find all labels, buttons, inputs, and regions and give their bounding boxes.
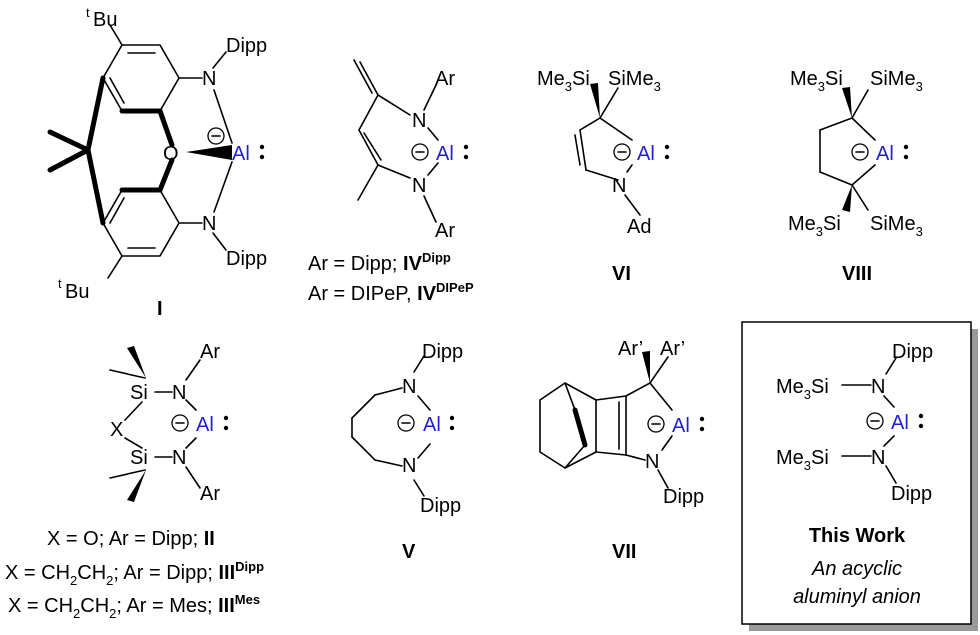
aryl-prime-2: Ar’ (660, 338, 685, 360)
x-linker: X (110, 419, 123, 441)
aluminum-label: Al (672, 415, 690, 437)
caption-III-mes: X = CH2CH2; Ar = Mes; IIIMes (8, 592, 260, 621)
negative-charge-icon (851, 143, 869, 161)
compound-label-V: V (402, 541, 416, 563)
dipp-bottom-label: Dipp (420, 495, 461, 517)
aluminum-label: Al (876, 143, 894, 165)
dipp-top-label: Dipp (226, 35, 267, 57)
aryl-prime-1: Ar’ (618, 338, 643, 360)
trimethylsilyl-bottom: Me3Si (776, 447, 829, 473)
nitrogen-label: N (612, 175, 626, 197)
compound-VII: Ar’ Ar’ Al N Dipp VII (539, 338, 705, 563)
aluminum-label: Al (423, 414, 441, 436)
aluminum-label: Al (891, 412, 909, 434)
compound-V: N N Dipp Dipp Al V (351, 341, 463, 563)
dipp-label: Dipp (663, 486, 704, 508)
this-work-subtitle-2: aluminyl anion (793, 586, 921, 608)
compound-label-VIII: VIII (842, 263, 872, 285)
nitrogen-bottom: N (412, 175, 426, 197)
dipp-bottom-label: Dipp (891, 483, 932, 505)
caption-III-dipp: X = CH2CH2; Ar = Dipp; IIIDipp (5, 559, 264, 588)
nitrogen-bottom: N (202, 213, 216, 235)
negative-charge-icon (207, 127, 225, 145)
caption-II: X = O; Ar = Dipp; II (47, 528, 215, 550)
negative-charge-icon (397, 414, 415, 432)
aluminum-label: Al (196, 414, 214, 436)
compound-IV: Ar Ar N N Al Ar = Dipp; IVDipp Ar = DIPe… (308, 59, 474, 305)
compound-VI: Me3Si SiMe3 Al N Ad VI (537, 68, 670, 285)
negative-charge-icon (647, 415, 665, 433)
tbu-top-superscript: t (86, 5, 90, 20)
silicon-top: Si (130, 382, 148, 404)
adamantyl-label: Ad (627, 216, 651, 238)
aluminum-label: Al (232, 143, 250, 165)
nitrogen-bottom: N (172, 447, 186, 469)
compound-I: t Bu t Bu N N O Dipp Dipp Al I (47, 5, 267, 320)
caption-IV-dipp: Ar = Dipp; IVDipp (308, 250, 451, 275)
negative-charge-icon (613, 143, 631, 161)
negative-charge-icon (171, 414, 189, 432)
aryl-top-label: Ar (200, 341, 220, 363)
oxygen-label: O (163, 143, 179, 165)
compound-II-III: Si Si X N N Ar Ar Al X = O; Ar = Dipp; I… (5, 341, 264, 621)
aryl-top-label: Ar (435, 68, 455, 90)
compound-label-I: I (157, 298, 163, 320)
nitrogen-top: N (202, 68, 216, 90)
nitrogen-top: N (172, 382, 186, 404)
compound-label-VI: VI (612, 263, 631, 285)
dipp-top-label: Dipp (422, 341, 463, 363)
negative-charge-icon (411, 143, 429, 161)
trimethylsilyl-right: SiMe3 (608, 68, 661, 94)
tbu-bottom-superscript: t (58, 276, 62, 291)
trimethylsilyl-left: Me3Si (537, 68, 590, 94)
dipp-top-label: Dipp (892, 341, 933, 363)
aluminum-label: Al (436, 143, 454, 165)
aryl-bottom-label: Ar (200, 483, 220, 505)
compound-VIII: Me3Si SiMe3 Me3Si SiMe3 Al VIII (788, 68, 923, 285)
silicon-bottom: Si (130, 447, 148, 469)
nitrogen-top: N (402, 376, 416, 398)
trimethylsilyl-top-right: SiMe3 (870, 68, 923, 94)
nitrogen-label: N (645, 451, 659, 473)
compound-label-VII: VII (612, 541, 636, 563)
nitrogen-bottom: N (871, 447, 885, 469)
trimethylsilyl-top-left: Me3Si (790, 68, 843, 94)
this-work-title: This Work (809, 525, 906, 547)
tbu-top-label: Bu (93, 9, 117, 31)
nitrogen-top: N (871, 376, 885, 398)
dipp-bottom-label: Dipp (226, 248, 267, 270)
negative-charge-icon (866, 412, 884, 430)
aluminum-label: Al (637, 143, 655, 165)
nitrogen-bottom: N (402, 455, 416, 477)
trimethylsilyl-top: Me3Si (776, 376, 829, 402)
nitrogen-top: N (412, 110, 426, 132)
tbu-bottom-label: Bu (65, 281, 89, 303)
this-work-box: Me3Si Me3Si N N Dipp Dipp Al This Work A… (741, 321, 978, 631)
this-work-subtitle-1: An acyclic (811, 558, 902, 580)
trimethylsilyl-bottom-right: SiMe3 (870, 213, 923, 239)
aryl-bottom-label: Ar (435, 220, 455, 242)
caption-IV-dipep: Ar = DIPeP, IVDIPeP (308, 280, 474, 305)
trimethylsilyl-bottom-left: Me3Si (788, 213, 841, 239)
